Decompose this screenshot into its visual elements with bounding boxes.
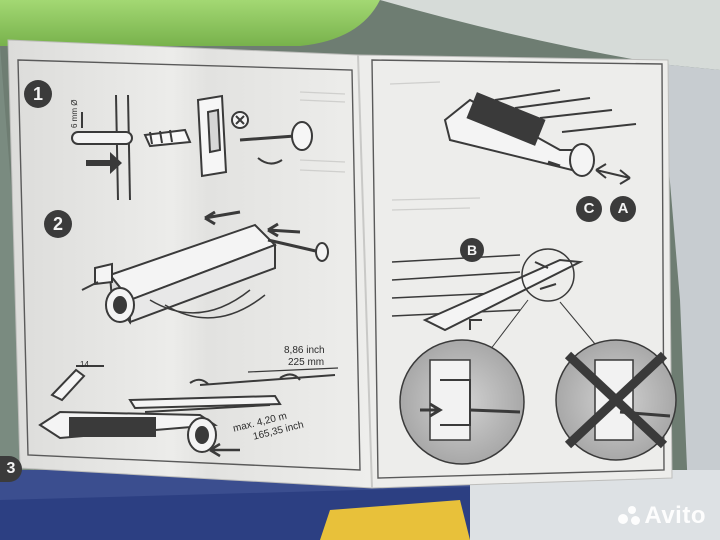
step-2-diagram <box>81 210 329 325</box>
dimension-short-inch: 8,86 inch <box>284 345 325 356</box>
detail-c-badge: C <box>576 196 602 222</box>
step-3-diagram <box>38 365 339 458</box>
detail-b-diagram <box>391 248 601 351</box>
watermark-text: Avito <box>644 502 706 529</box>
detail-a-badge: A <box>610 196 636 222</box>
dimension-short-mm: 225 mm <box>288 357 325 368</box>
faint-print <box>299 81 481 211</box>
avito-dots-icon <box>618 506 641 526</box>
step-3-badge: 3 <box>0 456 22 482</box>
hole-diameter-label: 6 mm Ø <box>70 99 79 128</box>
step-2-badge: 2 <box>44 210 72 238</box>
step-1-diagram <box>71 94 313 201</box>
correct-mounting-illustration <box>399 339 525 465</box>
watermark-logo: Avito <box>618 502 706 530</box>
incorrect-mounting-illustration <box>555 339 677 461</box>
step-1-badge: 1 <box>24 80 52 108</box>
detail-14-label: 14 <box>80 360 89 369</box>
detail-b-badge: B <box>460 238 484 262</box>
detail-c-a-diagram <box>443 89 637 185</box>
